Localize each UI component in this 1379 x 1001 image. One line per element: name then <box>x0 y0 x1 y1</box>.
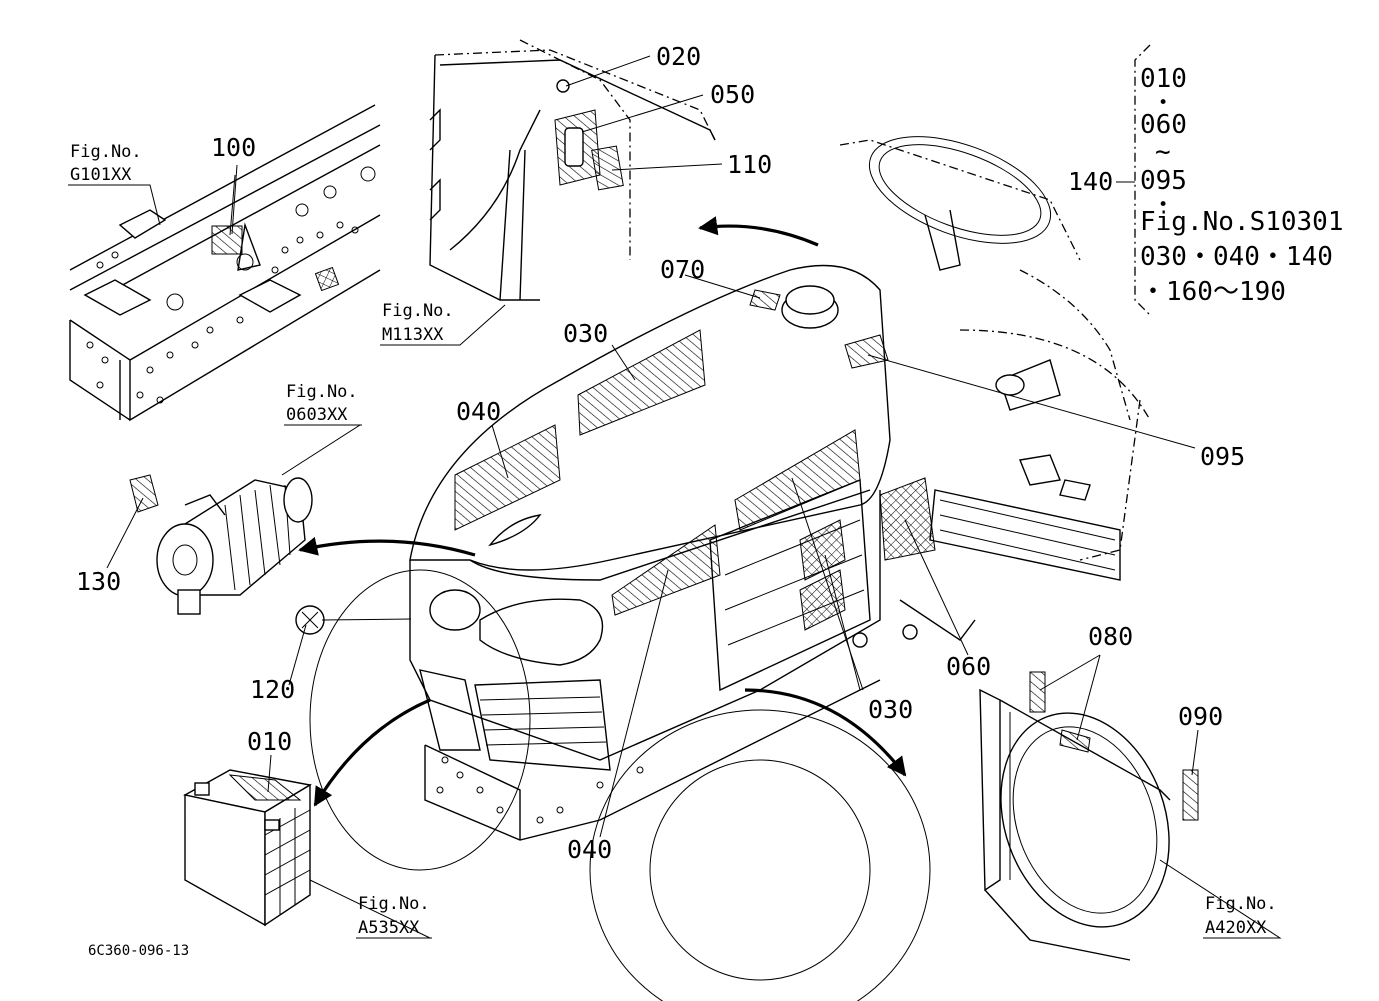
set-tilde: ~ <box>1155 137 1171 167</box>
set-dot-2: • <box>1158 195 1168 215</box>
label-070-marker <box>749 289 781 311</box>
set-line-095: 095 <box>1140 166 1187 196</box>
callout-120: 120 <box>250 675 295 704</box>
set-line-010: 010 <box>1140 64 1187 94</box>
fig-ref-0603-label: Fig.No. <box>286 382 358 402</box>
air-cleaner-assembly <box>129 474 313 615</box>
fig-ref-a535-label: Fig.No. <box>358 894 430 914</box>
label-090-marker <box>1182 769 1199 821</box>
label-080-right-marker <box>1059 729 1091 753</box>
fig-ref-a420-label: Fig.No. <box>1205 894 1277 914</box>
callout-095: 095 <box>1200 442 1245 471</box>
callout-140: 140 <box>1068 167 1113 196</box>
set-bracket-text: 010 • 060 ~ 095 • Fig.No.S10301 030・040・… <box>1140 64 1344 307</box>
fig-ref-m113-label: Fig.No. <box>382 301 454 321</box>
label-080-left-marker <box>1029 671 1046 713</box>
callout-040-top: 040 <box>456 397 501 426</box>
fig-ref-g101-label: Fig.No. <box>70 142 142 162</box>
fig-ref-m113-code: M113XX <box>382 325 444 345</box>
drawing-code: 6C360-096-13 <box>88 943 189 959</box>
hood-panel-assembly <box>429 39 716 301</box>
set-line-s10301: Fig.No.S10301 <box>1140 207 1344 237</box>
fig-ref-g101-code: G101XX <box>70 165 132 185</box>
callout-020: 020 <box>656 42 701 71</box>
label-130-marker <box>129 474 159 513</box>
label-095-marker <box>844 334 889 369</box>
callout-050: 050 <box>710 80 755 109</box>
callout-labels: 020 050 110 070 030 040 095 030 040 060 … <box>76 42 1245 864</box>
label-030-top-marker <box>577 329 706 436</box>
callout-060: 060 <box>946 652 991 681</box>
callout-030-bottom: 030 <box>868 695 913 724</box>
set-bracket <box>1116 44 1151 316</box>
fig-ref-0603-code: 0603XX <box>286 405 348 425</box>
label-100-marker <box>211 225 243 255</box>
fig-ref-a535-code: A535XX <box>358 918 420 938</box>
callout-130: 130 <box>76 567 121 596</box>
fig-ref-a420-code: A420XX <box>1205 918 1267 938</box>
callout-030-top: 030 <box>563 319 608 348</box>
label-040-bottom-marker <box>611 524 721 616</box>
label-030-bottom-marker <box>734 429 861 531</box>
battery-assembly <box>183 769 312 927</box>
callout-070: 070 <box>660 255 705 284</box>
emblem-120 <box>295 605 325 635</box>
set-line-060: 060 <box>1140 110 1187 140</box>
frame-assembly <box>69 104 381 422</box>
set-line-160-190: ・160～190 <box>1140 277 1286 307</box>
figure-references: Fig.No. G101XX Fig.No. M113XX Fig.No. 06… <box>70 142 1277 938</box>
fig-ref-underlines <box>68 184 1280 939</box>
direction-arrows <box>298 216 907 807</box>
callout-100: 100 <box>211 133 256 162</box>
tractor-body <box>309 136 1151 1001</box>
callout-040-bottom: 040 <box>567 835 612 864</box>
set-line-030-040-140: 030・040・140 <box>1140 242 1333 272</box>
set-dot-1: • <box>1158 93 1168 113</box>
fan-shroud-assembly <box>979 671 1199 961</box>
callout-080: 080 <box>1088 622 1133 651</box>
callout-110: 110 <box>727 150 772 179</box>
callout-010: 010 <box>247 727 292 756</box>
callout-090: 090 <box>1178 702 1223 731</box>
label-110-marker <box>591 145 624 191</box>
